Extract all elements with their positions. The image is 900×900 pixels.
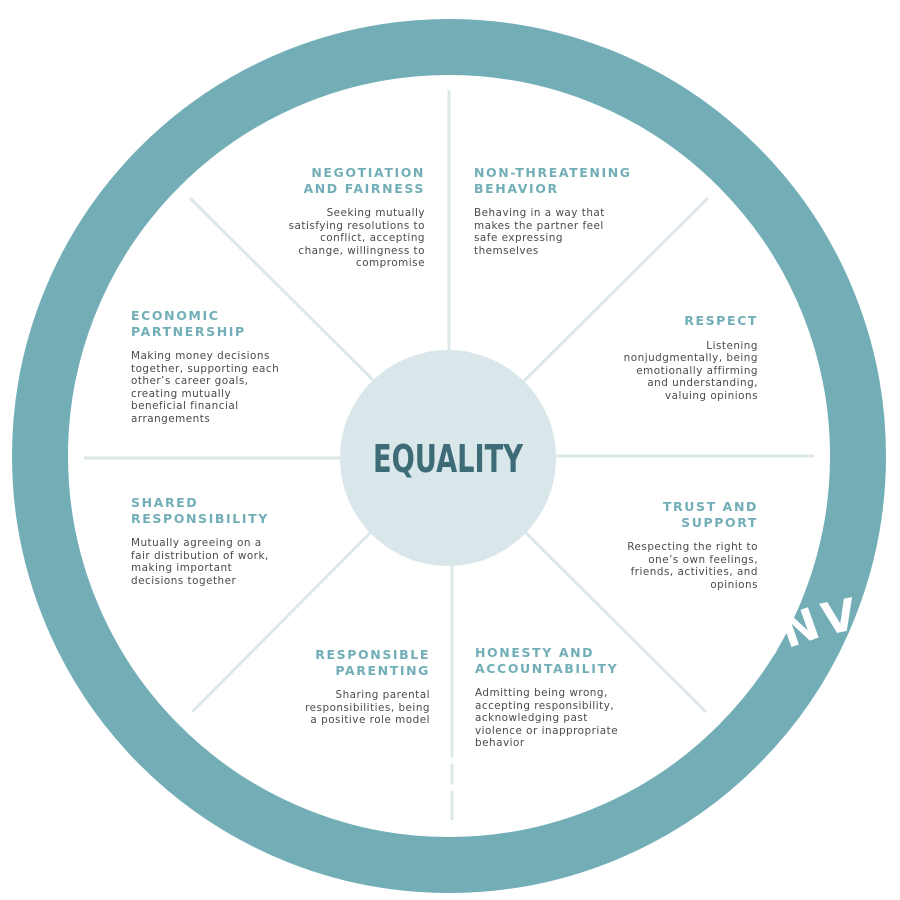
segment-description: Sharing parental responsibilities, being… <box>305 689 430 727</box>
segment-description: Mutually agreeing on a fair distribution… <box>131 537 269 587</box>
center-label: EQUALITY <box>373 437 523 481</box>
segment-economic: ECONOMIC PARTNERSHIP Making money decisi… <box>131 308 316 426</box>
segment-title: ECONOMIC PARTNERSHIP <box>131 308 246 339</box>
spoke-top-right <box>521 196 710 384</box>
segment-non-threatening: NON-THREATENING BEHAVIOR Behaving in a w… <box>474 165 664 257</box>
segment-shared: SHARED RESPONSIBILITY Mutually agreeing … <box>131 495 316 587</box>
segment-title: RESPECT <box>684 313 758 328</box>
segment-negotiation: NEGOTIATION AND FAIRNESS Seeking mutuall… <box>262 165 425 270</box>
segment-title: TRUST AND SUPPORT <box>662 499 758 530</box>
segment-respect: RESPECT Listening nonjudgmentally, being… <box>588 313 758 402</box>
segment-description: Listening nonjudgmentally, being emotion… <box>623 339 758 402</box>
segment-title: SHARED RESPONSIBILITY <box>131 495 269 526</box>
segment-title: RESPONSIBLE PARENTING <box>315 647 430 678</box>
spoke-bottom-right <box>521 528 708 714</box>
spoke-top-left <box>188 196 375 382</box>
segment-description: Behaving in a way that makes the partner… <box>474 207 605 257</box>
segment-description: Making money decisions together, support… <box>131 350 280 425</box>
segment-parenting: RESPONSIBLE PARENTING Sharing parental r… <box>262 647 430 727</box>
segment-title: NON-THREATENING BEHAVIOR <box>474 165 632 196</box>
segment-trust: TRUST AND SUPPORT Respecting the right t… <box>588 499 758 591</box>
spoke-bottom-left <box>190 528 375 714</box>
segment-description: Admitting being wrong, accepting respons… <box>475 687 619 750</box>
spokes <box>84 90 814 820</box>
center-circle <box>340 350 556 566</box>
segment-honesty: HONESTY AND ACCOUNTABILITY Admitting bei… <box>475 645 655 750</box>
outer-ring <box>12 19 886 893</box>
segment-description: Seeking mutually satisfying resolutions … <box>288 207 425 270</box>
segment-description: Respecting the right to one’s own feelin… <box>627 541 758 591</box>
segment-title: NEGOTIATION AND FAIRNESS <box>303 165 425 196</box>
segment-title: HONESTY AND ACCOUNTABILITY <box>475 645 619 676</box>
